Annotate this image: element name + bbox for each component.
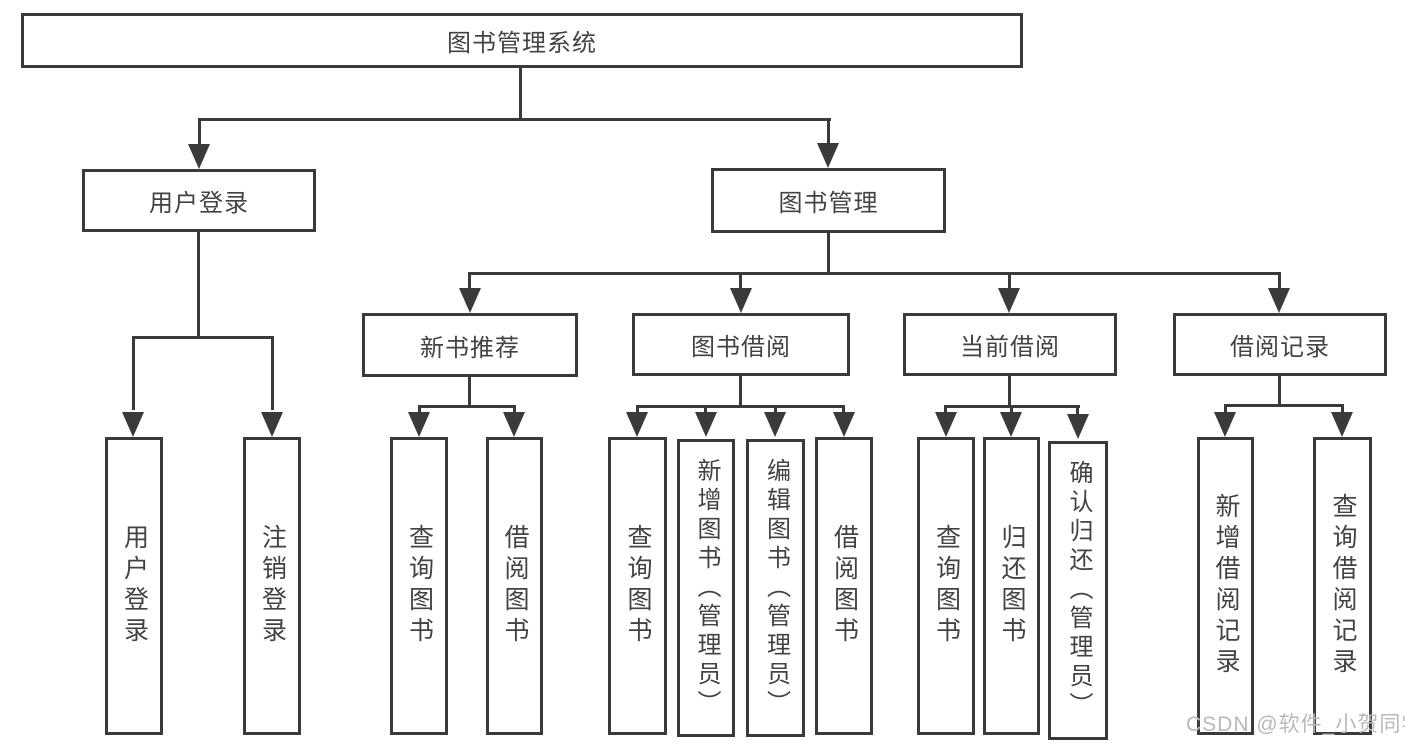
arrowhead-down-icon: [122, 412, 144, 437]
arrowhead-down-icon: [626, 412, 648, 437]
node-new-book-label: 新书推荐: [420, 334, 520, 362]
connector-leaf-shaft: [1341, 404, 1344, 415]
arrowhead-down-icon: [730, 288, 752, 313]
arrowhead-down-icon: [188, 144, 210, 169]
connector-root-hline: [198, 118, 831, 121]
arrowhead-down-icon: [261, 412, 283, 437]
arrowhead-down-icon: [1067, 414, 1089, 439]
node-borrow-record: 借阅记录: [1173, 313, 1387, 376]
connector-leaf-shaft: [513, 405, 516, 415]
arrowhead-down-icon: [408, 412, 430, 437]
leaf-add-borrow-record: 新增借阅记录: [1197, 437, 1254, 735]
connector-leaf-shaft: [1224, 404, 1227, 415]
arrowhead-down-icon: [1268, 288, 1290, 313]
connector-borrow-record-stem: [1278, 376, 1281, 407]
connector-root-stem: [519, 68, 522, 120]
leaf-label: 查询图书: [405, 524, 434, 648]
leaf-confirm-return-admin: 确认归还（管理员）: [1048, 441, 1108, 740]
arrowhead-down-icon: [935, 412, 957, 437]
leaf-label: 借阅图书: [501, 524, 529, 648]
connector-leaf-shaft: [1076, 405, 1079, 417]
node-current-borrow-label: 当前借阅: [960, 334, 1060, 361]
arrowhead-down-icon: [833, 412, 855, 437]
connector-leaf-shaft: [132, 336, 135, 410]
connector-l3-shaft: [468, 272, 471, 290]
connector-l3-shaft: [1278, 272, 1281, 290]
arrowhead-down-icon: [459, 288, 481, 313]
connector-leaf-shaft: [774, 405, 777, 415]
node-new-book-recommend: 新书推荐: [362, 313, 578, 377]
node-root-label: 图书管理系统: [447, 30, 597, 57]
connector-l3-shaft: [739, 272, 742, 290]
arrowhead-down-icon: [503, 412, 525, 437]
connector-leaf-shaft: [1010, 405, 1013, 415]
leaf-query-book: 查询图书: [390, 437, 448, 735]
connector-user-login-hline: [132, 336, 274, 339]
leaf-label: 借阅图书: [830, 524, 859, 648]
node-user-login-label: 用户登录: [149, 190, 249, 217]
connector-l3-shaft: [1008, 272, 1011, 290]
node-borrow-record-label: 借阅记录: [1230, 334, 1330, 361]
leaf-query-book: 查询图书: [608, 437, 667, 735]
node-book-mgmt: 图书管理: [711, 168, 946, 233]
leaf-borrow-book: 借阅图书: [815, 437, 873, 735]
node-book-mgmt-label: 图书管理: [778, 190, 879, 217]
leaf-borrow-book: 借阅图书: [486, 437, 543, 735]
connector-current-borrow-stem: [1008, 376, 1011, 408]
leaf-query-book: 查询图书: [917, 437, 975, 735]
leaf-return-book: 归还图书: [983, 437, 1040, 735]
arrowhead-down-icon: [1214, 412, 1236, 437]
leaf-label: 归还图书: [998, 524, 1026, 648]
arrowhead-down-icon: [764, 412, 786, 437]
connector-leaf-shaft: [842, 405, 845, 415]
arrowhead-down-icon: [1331, 412, 1353, 437]
leaf-label: 查询图书: [932, 524, 961, 648]
arrowhead-down-icon: [1000, 412, 1022, 437]
connector-leaf-shaft: [636, 405, 639, 415]
connector-book-mgmt-hline: [469, 272, 1281, 275]
leaf-add-book-admin: 新增图书（管理员）: [677, 439, 735, 737]
connector-to-book-mgmt-shaft: [827, 118, 830, 148]
leaf-label: 确认归还（管理员）: [1065, 460, 1092, 721]
leaf-label: 新增借阅记录: [1212, 493, 1240, 679]
arrowhead-down-icon: [695, 412, 717, 437]
leaf-logout: 注销登录: [243, 437, 301, 735]
leaf-label: 查询图书: [624, 524, 652, 648]
connector-book-mgmt-stem: [827, 233, 830, 274]
arrowhead-down-icon: [817, 143, 839, 168]
connector-leaf-shaft: [271, 336, 274, 410]
leaf-label: 编辑图书（管理员）: [762, 457, 790, 719]
leaf-query-borrow-record: 查询借阅记录: [1313, 437, 1372, 735]
connector-book-borrow-stem: [739, 376, 742, 408]
node-current-borrow: 当前借阅: [903, 313, 1117, 376]
node-root: 图书管理系统: [21, 13, 1023, 68]
leaf-edit-book-admin: 编辑图书（管理员）: [746, 439, 805, 737]
node-book-borrow-label: 图书借阅: [691, 334, 791, 361]
leaf-label: 查询借阅记录: [1329, 493, 1357, 679]
connector-new-book-hline: [418, 405, 516, 408]
node-user-login: 用户登录: [82, 169, 316, 232]
connector-user-login-stem: [197, 232, 200, 339]
node-book-borrow: 图书借阅: [632, 313, 850, 376]
connector-book-borrow-hline: [636, 405, 845, 408]
csdn-watermark: CSDN @软件_小贺同学: [1186, 713, 1405, 736]
connector-leaf-shaft: [944, 405, 947, 415]
connector-leaf-shaft: [704, 405, 707, 415]
leaf-label: 注销登录: [258, 524, 287, 648]
arrowhead-down-icon: [998, 288, 1020, 313]
connector-borrow-record-hline: [1224, 404, 1344, 407]
leaf-label: 用户登录: [120, 524, 149, 648]
leaf-label: 新增图书（管理员）: [693, 457, 720, 719]
connector-leaf-shaft: [418, 405, 421, 415]
connector-new-book-stem: [468, 377, 471, 408]
connector-to-user-login-shaft: [198, 118, 201, 148]
leaf-user-login: 用户登录: [105, 437, 163, 735]
